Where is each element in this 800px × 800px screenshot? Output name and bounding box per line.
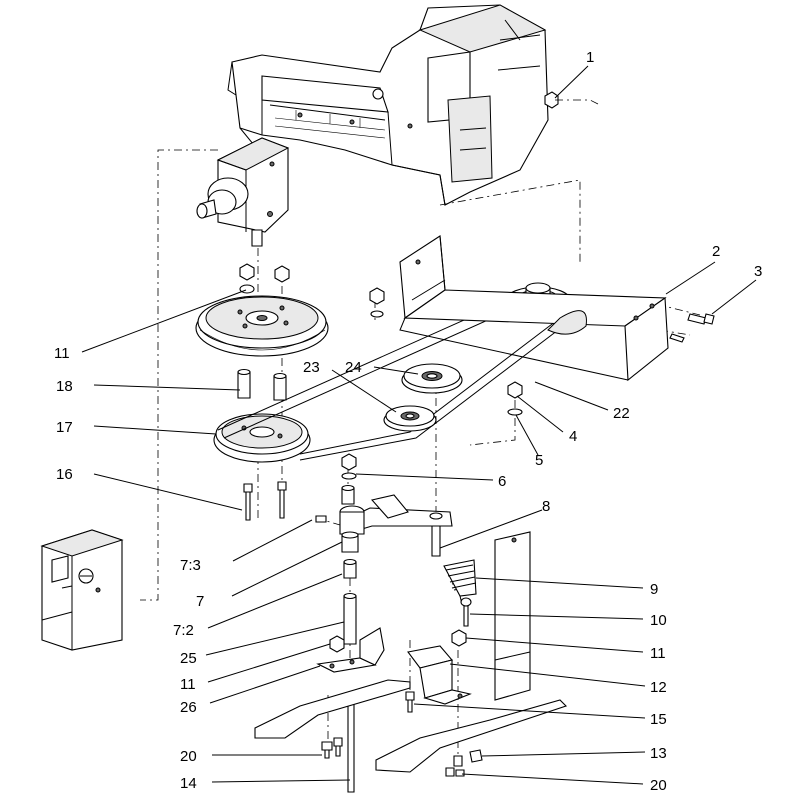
callout-24: 24 xyxy=(345,359,362,376)
callout-6: 6 xyxy=(498,473,506,490)
bolts-20-left xyxy=(321,737,343,759)
callout-1: 1 xyxy=(586,49,594,66)
callout-14: 14 xyxy=(180,775,197,792)
idler-pulley-24 xyxy=(401,363,463,394)
callout-11-lower: 11 xyxy=(180,676,196,693)
callout-20-right: 20 xyxy=(650,777,667,794)
callout-15: 15 xyxy=(650,711,667,728)
nut-1 xyxy=(544,91,559,109)
washer-6 xyxy=(341,453,357,480)
idler-pulley-23 xyxy=(383,405,437,432)
grease-fitting-7-3 xyxy=(315,515,327,523)
callout-3: 3 xyxy=(754,263,762,280)
bracket-26 xyxy=(316,627,385,673)
chassis-frame xyxy=(227,4,549,206)
bolt-16 xyxy=(243,481,287,521)
nut-11 xyxy=(239,263,290,294)
deck-side-panel xyxy=(494,531,531,701)
bushing-7 xyxy=(341,484,355,505)
callout-26: 26 xyxy=(180,699,197,716)
gearbox xyxy=(196,137,290,247)
nut-11-right xyxy=(451,629,467,647)
guard-hardware xyxy=(369,287,385,318)
bolt-15 xyxy=(405,691,415,713)
callout-8: 8 xyxy=(542,498,550,515)
callout-labels: 1 2 3 11 18 17 16 24 23 22 4 5 6 8 7:3 7… xyxy=(54,49,762,794)
leader-lines xyxy=(81,65,757,785)
nut-11-lower xyxy=(329,635,345,653)
callout-13: 13 xyxy=(650,745,667,762)
callout-18: 18 xyxy=(56,378,73,395)
inset-bracket xyxy=(40,529,124,651)
callout-20-left: 20 xyxy=(180,748,197,765)
callout-9: 9 xyxy=(650,581,658,598)
callout-16: 16 xyxy=(56,466,73,483)
callout-5: 5 xyxy=(535,452,543,469)
bolts-right xyxy=(445,749,483,777)
callout-7: 7 xyxy=(196,593,204,610)
callout-7-3: 7:3 xyxy=(180,557,201,574)
spacer-18 xyxy=(237,368,287,401)
upper-pulley xyxy=(195,295,329,357)
callout-10: 10 xyxy=(650,612,667,629)
callout-25: 25 xyxy=(180,650,197,667)
callout-11-top: 11 xyxy=(54,345,70,362)
eye-bolt-10 xyxy=(460,597,472,627)
bracket-12 xyxy=(407,645,472,705)
screw-3 xyxy=(669,313,715,343)
spring-9 xyxy=(443,559,477,605)
callout-17: 17 xyxy=(56,419,73,436)
belt-guard-2 xyxy=(399,235,669,382)
deck-plate-left xyxy=(254,679,411,739)
spacer-tube-25 xyxy=(343,592,357,645)
deck-plate-right xyxy=(375,699,568,773)
callout-11-right: 11 xyxy=(650,645,666,662)
callout-2: 2 xyxy=(712,243,720,260)
callout-22: 22 xyxy=(613,405,630,422)
callout-4: 4 xyxy=(569,428,577,445)
nut-4-washer-5 xyxy=(507,381,523,416)
idler-arm-8 xyxy=(339,494,453,557)
callout-23: 23 xyxy=(303,359,320,376)
bushing-7-2 xyxy=(343,558,357,579)
pin-14 xyxy=(347,699,355,793)
callout-7-2: 7:2 xyxy=(173,622,194,639)
callout-12: 12 xyxy=(650,679,667,696)
